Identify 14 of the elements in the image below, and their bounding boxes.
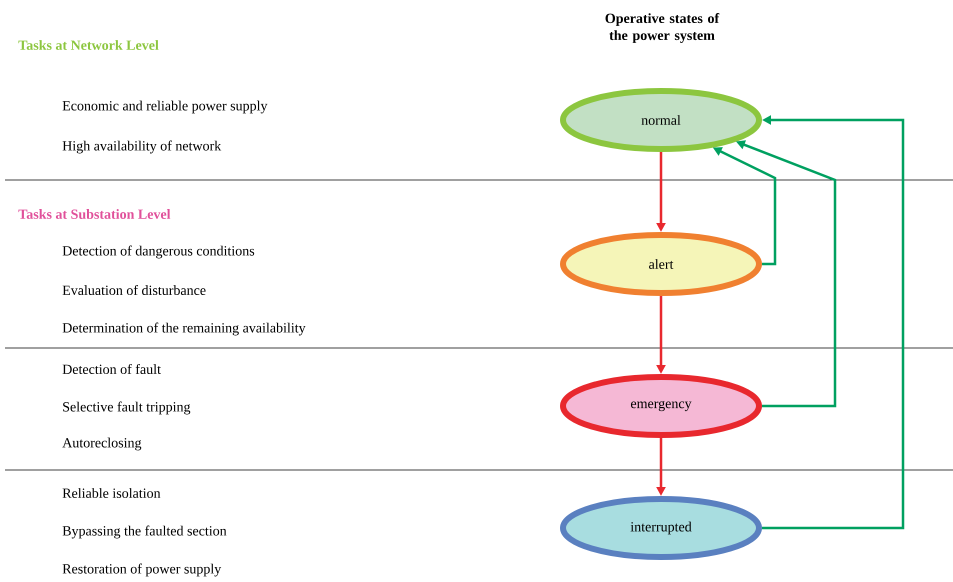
task-text: Reliable isolation	[62, 488, 160, 498]
task-text: Evaluation of disturbance	[62, 285, 206, 295]
task-text: Economic and reliable power supply	[62, 100, 268, 114]
task-text: Determination of the remaining availability	[62, 322, 306, 336]
task-text: Restoration of power supply	[62, 564, 222, 576]
task-text: Detection of dangerous conditions	[62, 246, 254, 258]
task-text: Selective fault tripping	[63, 402, 190, 414]
section-heading: Tasks at Network Level	[18, 40, 159, 50]
task-text: Detection of fault	[62, 364, 161, 374]
section-heading: Tasks at Substation Level	[18, 209, 170, 219]
column-heading: Operative states of the power system	[606, 13, 720, 43]
task-text: Bypassing the faulted section	[62, 526, 226, 538]
task-text: High availability of network	[62, 140, 222, 154]
task-text: Autoreclosing	[62, 438, 142, 450]
